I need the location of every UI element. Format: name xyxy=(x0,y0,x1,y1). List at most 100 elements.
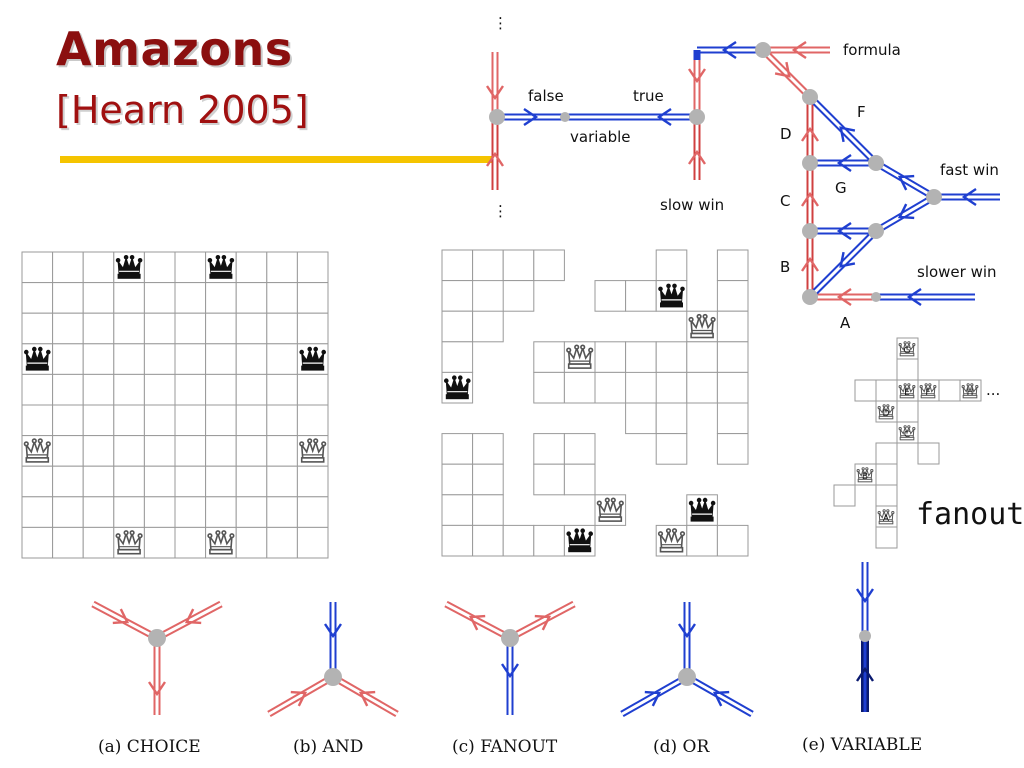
fanout-queen-letter: H xyxy=(967,388,974,398)
board-cell xyxy=(174,312,207,345)
board-cell xyxy=(266,465,298,498)
board-cell xyxy=(21,404,54,437)
board-cell xyxy=(472,463,504,496)
label-variable: variable xyxy=(570,128,631,146)
board-cell xyxy=(52,526,84,559)
board-cell xyxy=(143,373,176,406)
fanout-cell xyxy=(896,400,919,423)
board-cell xyxy=(21,282,54,314)
board-cell xyxy=(174,465,207,498)
board-cell xyxy=(82,343,115,375)
board-cell xyxy=(52,373,84,406)
board-cell xyxy=(625,341,657,373)
fanout-queen-letter: F xyxy=(925,388,930,398)
board-cell xyxy=(52,282,84,314)
board-cell xyxy=(686,341,718,373)
board-cell xyxy=(174,435,207,467)
fanout-cell xyxy=(875,442,898,465)
board-cell xyxy=(113,435,145,467)
board-cell xyxy=(686,371,718,404)
label-G: G xyxy=(835,179,847,197)
label-fanout: fanout xyxy=(916,497,1024,532)
board-cell xyxy=(21,373,54,406)
board-cell xyxy=(716,402,749,435)
fanout-queen-letter: B xyxy=(862,472,868,482)
board-cell xyxy=(235,343,268,375)
board-cell xyxy=(472,524,504,557)
or-gadget xyxy=(620,602,754,718)
board-cell xyxy=(266,343,298,375)
board-cell xyxy=(52,496,84,528)
board-cell xyxy=(441,494,474,526)
board-cell xyxy=(266,312,298,345)
board-cell xyxy=(441,433,474,465)
fanout-cell xyxy=(917,442,940,465)
board-cell xyxy=(441,524,474,557)
caption-and: (b) AND xyxy=(293,737,363,757)
board-cell xyxy=(143,496,176,528)
board-cell xyxy=(82,373,115,406)
board-cell xyxy=(52,404,84,437)
label-formula: formula xyxy=(843,41,901,59)
board-cell xyxy=(174,282,207,314)
board-cell xyxy=(143,343,176,375)
board-cell xyxy=(716,371,749,404)
board-cell xyxy=(205,312,237,345)
board-cell xyxy=(266,373,298,406)
ellipsis-top: ⋮ xyxy=(493,14,508,32)
board-cell xyxy=(533,463,565,496)
board-cell xyxy=(266,282,298,314)
var-node-right xyxy=(689,109,705,125)
board-cell xyxy=(655,433,688,465)
board-cell xyxy=(143,526,176,559)
board-cell xyxy=(594,371,627,404)
fanout-cell xyxy=(875,484,898,507)
board-cell xyxy=(21,312,54,345)
board-cell xyxy=(174,343,207,375)
board-cell xyxy=(441,249,474,282)
board-cell xyxy=(21,526,54,559)
board-cell xyxy=(52,435,84,467)
board-cell xyxy=(533,249,565,282)
board-cell xyxy=(655,341,688,373)
board-cell xyxy=(472,310,504,343)
board-cell xyxy=(52,312,84,345)
fanout-cell xyxy=(875,526,898,549)
board-cell xyxy=(82,282,115,314)
board-cell xyxy=(235,526,268,559)
board-cell xyxy=(113,404,145,437)
board-cell xyxy=(205,465,237,498)
caption-variable: (e) VARIABLE xyxy=(802,735,922,755)
fanout-queen-letter: D xyxy=(883,409,890,419)
board-cell xyxy=(625,280,657,312)
board-cell xyxy=(235,404,268,437)
board-cell xyxy=(21,251,54,284)
slide-subtitle: [Hearn 2005] xyxy=(56,88,309,132)
board-cell xyxy=(296,465,329,498)
board-cell xyxy=(441,463,474,496)
board-cell xyxy=(113,496,145,528)
board-cell xyxy=(174,526,207,559)
board-cell xyxy=(296,312,329,345)
board-cell xyxy=(174,496,207,528)
board-cell xyxy=(235,251,268,284)
label-D: D xyxy=(780,125,792,143)
fanout-cell xyxy=(833,484,856,507)
board-cell xyxy=(563,463,596,496)
board-cell xyxy=(502,280,535,312)
board-cell xyxy=(113,282,145,314)
board-cell xyxy=(235,312,268,345)
label-slow-win: slow win xyxy=(660,196,724,214)
board-cell xyxy=(655,249,688,282)
board-cell xyxy=(502,249,535,282)
board-cell xyxy=(266,404,298,437)
fanout-cell xyxy=(875,463,898,486)
board-cell xyxy=(21,465,54,498)
board-cell xyxy=(143,251,176,284)
board-cell xyxy=(205,282,237,314)
board-cell xyxy=(205,435,237,467)
board-cell xyxy=(441,280,474,312)
amazons-gadget-board xyxy=(441,249,749,557)
board-cell xyxy=(533,433,565,465)
